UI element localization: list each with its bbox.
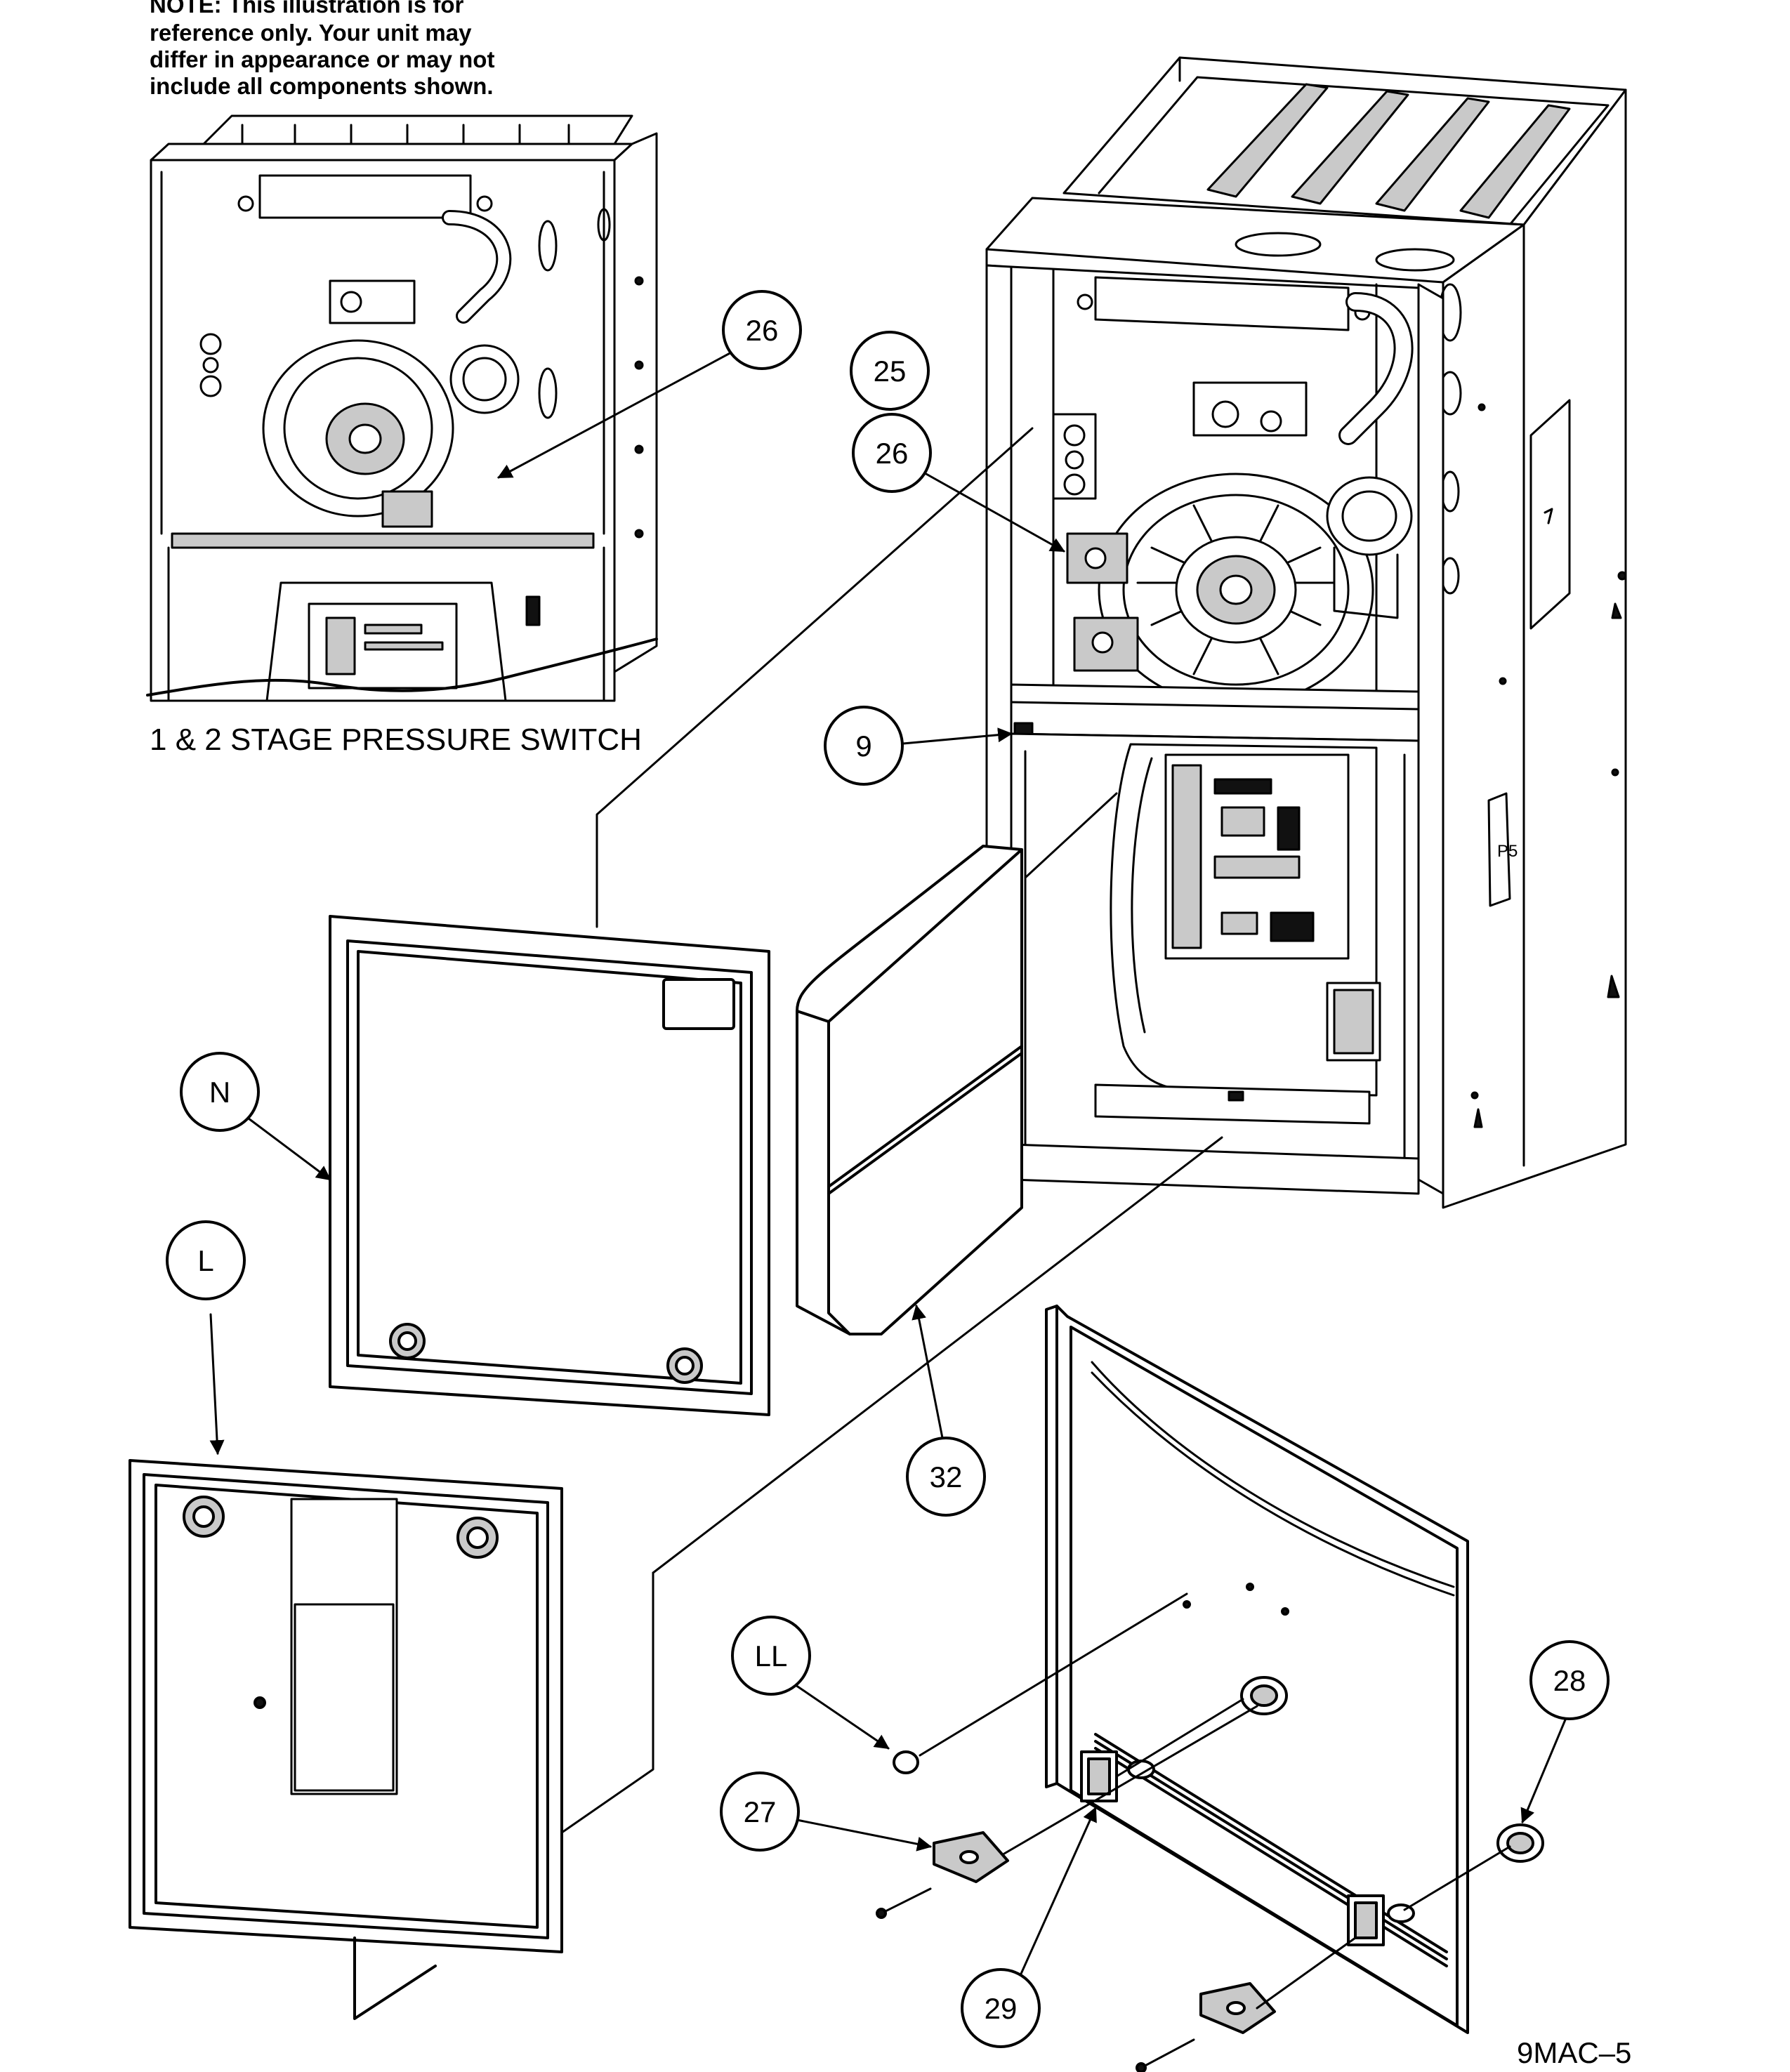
note-line-3: differ in appearance or may not <box>150 46 494 72</box>
callout-32-label: 32 <box>930 1460 963 1493</box>
callout-n-label: N <box>209 1076 230 1109</box>
svg-text:P5: P5 <box>1497 842 1518 861</box>
callout-27: 27 <box>720 1771 800 1852</box>
callout-9-label: 9 <box>855 730 871 763</box>
callout-29: 29 <box>961 1968 1041 2048</box>
note-line-4: include all components shown. <box>150 73 494 99</box>
callout-26-main-label: 26 <box>876 437 909 470</box>
inset-caption: 1 & 2 STAGE PRESSURE SWITCH <box>150 722 642 757</box>
callout-l-label: L <box>197 1244 213 1277</box>
note-line-2: reference only. Your unit may <box>150 20 472 46</box>
callout-29-label: 29 <box>985 1992 1018 2025</box>
callout-ll: LL <box>731 1616 811 1696</box>
callout-25: 25 <box>850 331 930 411</box>
callout-26-inset: 26 <box>722 290 802 370</box>
furnace-cabinet: P5 <box>985 56 1627 1209</box>
callout-26-inset-label: 26 <box>746 314 779 347</box>
callout-27-label: 27 <box>744 1795 777 1828</box>
callout-28: 28 <box>1529 1640 1610 1720</box>
callout-28-label: 28 <box>1553 1664 1586 1697</box>
callout-32: 32 <box>906 1437 986 1517</box>
access-panel-n <box>329 915 770 1416</box>
drawing-code: 9MAC–5 <box>1517 2036 1631 2069</box>
callout-l: L <box>166 1220 246 1300</box>
note-block: NOTE: This illustration is for reference… <box>150 0 494 99</box>
front-door-panel <box>876 1305 1544 2072</box>
inset-furnace-detail <box>146 114 658 702</box>
callout-26-main: 26 <box>852 413 932 493</box>
callout-25-label: 25 <box>874 355 907 388</box>
note-line-1: NOTE: This illustration is for <box>150 0 464 18</box>
callout-n: N <box>180 1052 260 1132</box>
callout-9: 9 <box>824 706 904 786</box>
callout-ll-label: LL <box>755 1639 788 1672</box>
leader-lines <box>209 350 1571 2010</box>
blower-door-panel <box>796 845 1023 1335</box>
access-panel-l <box>129 1459 563 2020</box>
